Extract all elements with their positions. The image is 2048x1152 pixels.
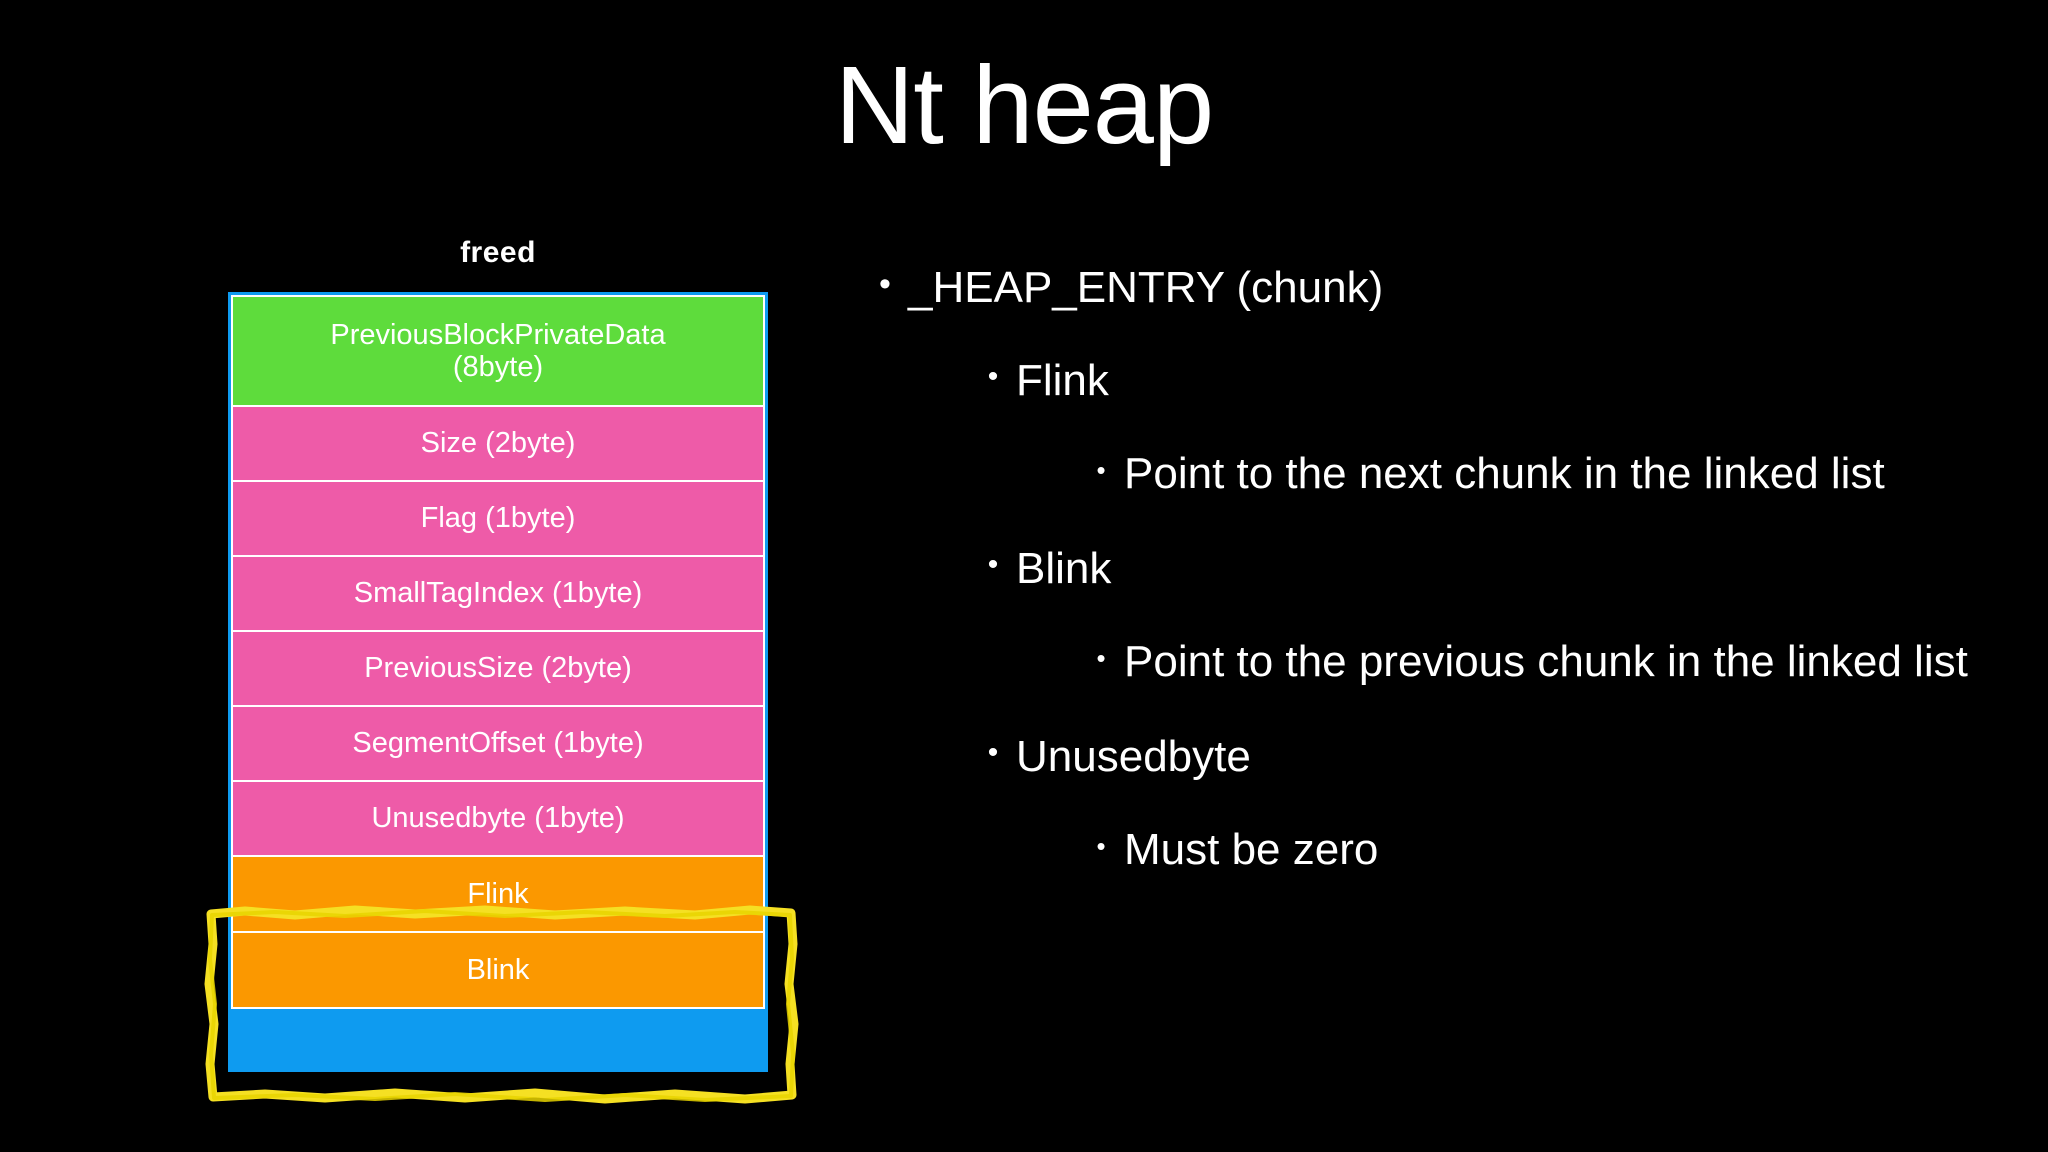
chunk-row-flag: Flag (1byte): [231, 482, 765, 557]
bullet-list: • _HEAP_ENTRY (chunk) • Flink • Point to…: [862, 262, 1992, 919]
bullet-dot-icon: •: [1096, 455, 1106, 486]
bullet-blink-description: • Point to the previous chunk in the lin…: [1078, 636, 1992, 689]
bullet-label: Must be zero: [1124, 824, 1379, 874]
bullet-flink-description: • Point to the next chunk in the linked …: [1078, 448, 1992, 501]
chunk-row-label-line2: (8byte): [452, 351, 544, 383]
chunk-row-previoussize: PreviousSize (2byte): [231, 632, 765, 707]
bullet-label: _HEAP_ENTRY (chunk): [908, 263, 1384, 312]
chunk-row-label: SegmentOffset (1byte): [352, 727, 644, 760]
chunk-row-label: Flag (1byte): [420, 502, 576, 535]
bullet-dot-icon: •: [1096, 642, 1106, 673]
chunk-row-label: Blink: [466, 953, 530, 986]
bullet-label: Point to the previous chunk in the linke…: [1124, 636, 1968, 686]
chunk-row-blink: Blink: [231, 933, 765, 1009]
bullet-dot-icon: •: [987, 360, 999, 394]
page-title: Nt heap: [834, 44, 1214, 167]
chunk-row-smalltagindex: SmallTagIndex (1byte): [231, 557, 765, 632]
chunk-row-flink: Flink: [231, 857, 765, 933]
heap-chunk-diagram: freed PreviousBlockPrivateData (8byte) S…: [204, 236, 799, 1104]
bullet-dot-icon: •: [879, 265, 891, 303]
diagram-caption: freed: [460, 236, 536, 269]
bullet-label: Blink: [1016, 543, 1112, 593]
chunk-row-label: Flink: [467, 877, 529, 910]
bullet-dot-icon: •: [1096, 830, 1106, 861]
chunk-row-label: SmallTagIndex (1byte): [353, 577, 643, 610]
bullet-label: Point to the next chunk in the linked li…: [1124, 449, 1885, 499]
chunk-row-userdata-blue-bar: [231, 1009, 765, 1069]
bullet-flink: • Flink: [970, 355, 1992, 406]
chunk-row-previousblockprivatedata: PreviousBlockPrivateData (8byte): [231, 295, 765, 407]
bullet-label: Flink: [1016, 356, 1109, 406]
bullet-dot-icon: •: [987, 547, 999, 581]
bullet-unusedbyte: • Unusedbyte: [970, 731, 1992, 782]
chunk-row-label: PreviousBlockPrivateData (8byte): [330, 319, 665, 384]
chunk-row-label: PreviousSize (2byte): [364, 652, 632, 685]
bullet-blink: • Blink: [970, 543, 1992, 594]
bullet-label: Unusedbyte: [1016, 731, 1251, 781]
bullet-heap-entry: • _HEAP_ENTRY (chunk): [862, 262, 1992, 313]
chunk-row-segmentoffset: SegmentOffset (1byte): [231, 707, 765, 782]
chunk-stack: PreviousBlockPrivateData (8byte) Size (2…: [204, 292, 799, 1104]
chunk-row-unusedbyte: Unusedbyte (1byte): [231, 782, 765, 857]
chunk-row-label: Unusedbyte (1byte): [371, 802, 625, 835]
chunk-row-label-line1: PreviousBlockPrivateData: [330, 318, 666, 351]
chunk-row-label: Size (2byte): [420, 427, 576, 460]
chunk-row-size: Size (2byte): [231, 407, 765, 482]
bullet-dot-icon: •: [987, 735, 999, 769]
bullet-unusedbyte-description: • Must be zero: [1078, 824, 1992, 877]
